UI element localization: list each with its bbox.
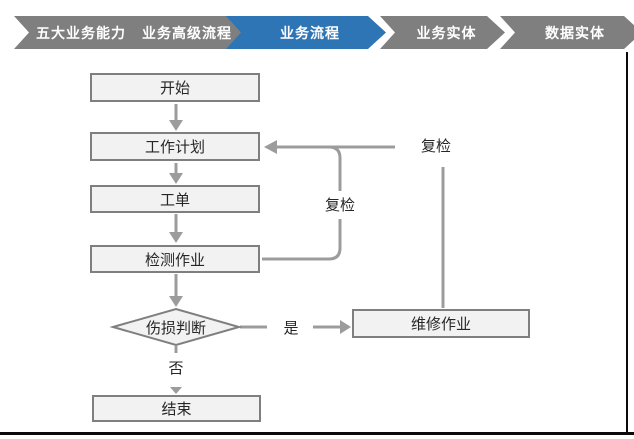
node-work-plan: 工作计划 <box>90 132 260 161</box>
arrowhead-down-icon <box>170 387 182 394</box>
nav-step-business-capabilities[interactable]: 五大业务能力 <box>14 16 140 49</box>
arrowhead-down-icon <box>169 296 183 307</box>
nav-step-business-entity[interactable]: 业务实体 <box>380 16 505 49</box>
node-end: 结束 <box>92 395 261 422</box>
node-start: 开始 <box>90 73 260 102</box>
page-bottom-border <box>0 432 634 435</box>
page-right-border <box>626 52 628 433</box>
edge-label-no: 否 <box>168 360 184 377</box>
arrowhead-right-icon <box>340 320 351 334</box>
arrowhead-down-icon <box>169 120 183 131</box>
feedback-inspect-upper <box>328 145 342 191</box>
nav-step-data-entity[interactable]: 数据实体 <box>500 16 634 49</box>
nav-step-business-process[interactable]: 业务流程 <box>226 16 386 49</box>
arrowhead-down-icon <box>169 232 183 243</box>
node-work-order: 工单 <box>90 185 260 213</box>
node-damage-decision-label: 伤损判断 <box>145 319 206 337</box>
node-inspection-job: 检测作业 <box>90 245 260 273</box>
feedback-inspect-lower <box>262 219 342 261</box>
edge-label-recheck-inner: 复检 <box>324 197 355 214</box>
nav-step-high-level-process[interactable]: 业务高级流程 <box>121 16 245 49</box>
arrowhead-left-icon <box>264 140 277 154</box>
edge-label-yes: 是 <box>283 320 299 337</box>
edge-label-recheck-outer: 复检 <box>420 138 451 155</box>
node-repair-job: 维修作业 <box>352 309 530 338</box>
arrowhead-down-icon <box>169 173 183 184</box>
decision-diamond <box>109 307 243 347</box>
